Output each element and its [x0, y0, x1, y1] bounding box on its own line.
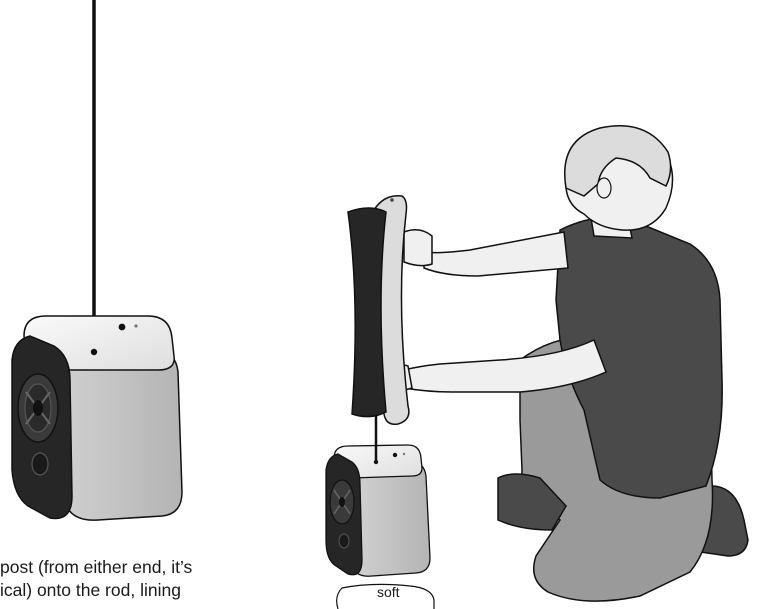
caption-line-1: post (from either end, it’s: [0, 556, 330, 579]
caption-line-2: ical) onto the rod, lining: [0, 579, 330, 602]
curved-panel: [348, 196, 409, 425]
large-speaker-base: [12, 0, 182, 520]
soft-label: soft: [377, 584, 400, 600]
small-speaker-base: [326, 445, 430, 576]
instruction-caption: post (from either end, it’s ical) onto t…: [0, 556, 330, 602]
